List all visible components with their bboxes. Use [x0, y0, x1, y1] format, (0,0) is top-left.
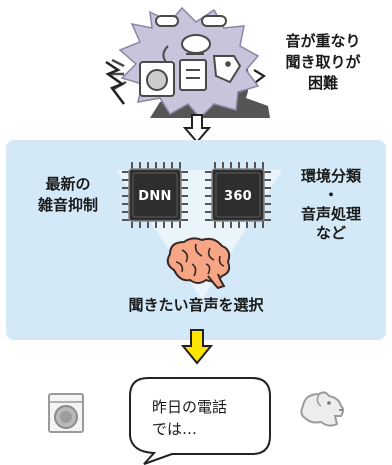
down-arrow-icon: [183, 114, 211, 144]
chip-360-label: 360: [224, 189, 252, 204]
chip-dnn: DNN: [122, 162, 188, 228]
chip-360: 360: [205, 162, 271, 228]
top-note: 音が重なり 聞き取りが 困難: [285, 32, 361, 92]
noise-scene: [105, 6, 270, 118]
chip-dnn-label: DNN: [138, 189, 171, 204]
yellow-down-arrow-icon: [180, 329, 214, 365]
washing-machine-icon: [48, 393, 84, 433]
speech-text: 昨日の電話 では…: [152, 398, 228, 438]
left-label: 最新の 雑音抑制: [37, 175, 98, 214]
chip-icon: [128, 168, 182, 222]
right-label: 環境分類 ・ 音声処理 など: [300, 167, 361, 242]
speech-bubble: [129, 377, 271, 465]
dog-icon: [300, 391, 344, 427]
bottom-label: 聞きたい音声を選択: [128, 296, 264, 314]
brain-icon: [166, 237, 231, 290]
